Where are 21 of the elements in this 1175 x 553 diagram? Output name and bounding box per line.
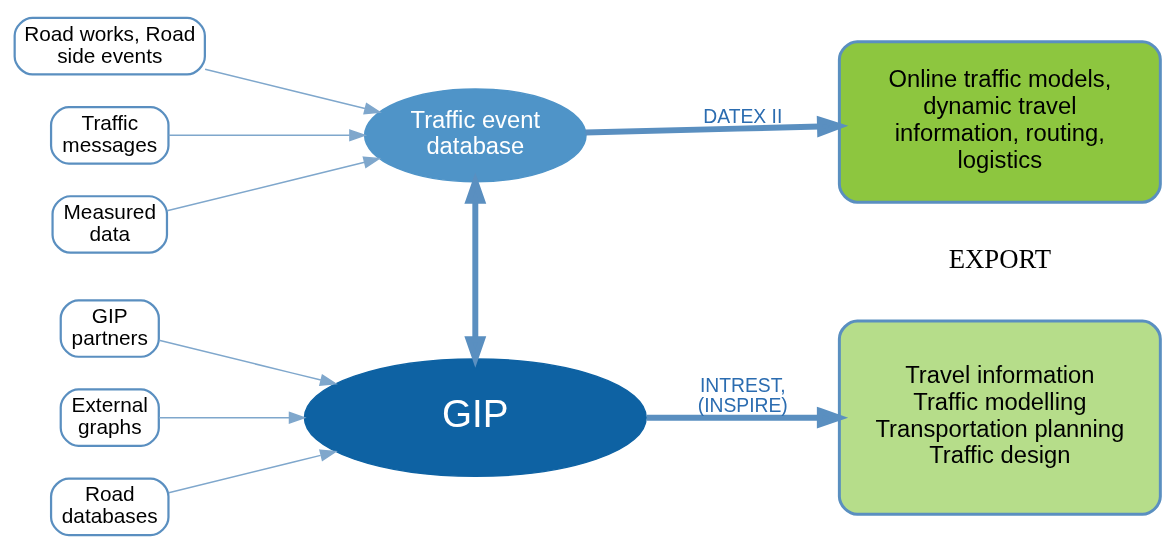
arrow [646, 406, 849, 429]
arrow [464, 172, 487, 368]
node-box: Road works, Road side events [13, 16, 206, 76]
node-ellipse: GIP [303, 358, 647, 478]
arrow [167, 449, 338, 494]
node-box: Travel information Traffic modelling Transportation planning Traffic design [837, 319, 1162, 516]
arrow [166, 156, 382, 212]
arrow [167, 129, 368, 142]
node-box: Online traffic models, dynamic travel information, routing, logistics [837, 40, 1162, 204]
label: EXPORT [948, 244, 1052, 275]
node-box: Measured data [51, 195, 169, 254]
arrow [204, 68, 382, 115]
arrow [158, 411, 307, 424]
edge-label: INTREST, (INSPIRE) [697, 374, 788, 417]
node-box: Road databases [49, 477, 170, 537]
node-box: External graphs [59, 388, 160, 447]
arrow [585, 115, 849, 138]
node-box: Traffic messages [49, 106, 170, 165]
arrow [158, 339, 338, 386]
edge-label: DATEX II [703, 105, 783, 127]
node-box: GIP partners [59, 299, 160, 358]
